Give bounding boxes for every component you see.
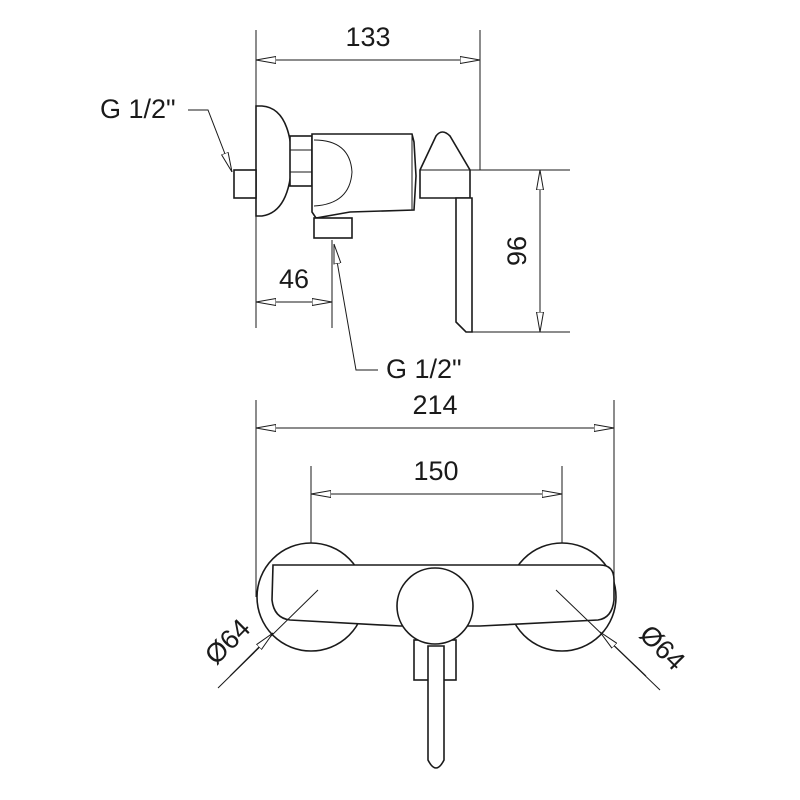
dim-133-label: 133 — [345, 22, 390, 52]
mixer-body — [311, 133, 417, 219]
dim-96-label: 96 — [502, 236, 532, 266]
lever-front — [427, 645, 445, 769]
dim-214-label: 214 — [412, 390, 457, 420]
control-dial — [396, 567, 474, 645]
hex-nut — [289, 135, 313, 187]
dim-46-label: 46 — [279, 264, 309, 294]
inlet-nipple — [233, 169, 257, 199]
dim-150-label: 150 — [413, 456, 458, 486]
lever-handle — [455, 197, 473, 333]
wall-thread-label: G 1/2" — [100, 94, 176, 124]
lever-hub — [419, 131, 471, 199]
front-view: 214 150 Ø64 Ø64 — [199, 390, 691, 769]
outlet-spigot — [313, 217, 353, 239]
left-flange-diameter-label: Ø64 — [199, 613, 256, 670]
wall-escutcheon — [255, 105, 293, 217]
outlet-thread-label: G 1/2" — [386, 354, 462, 384]
side-view: 133 46 96 G 1/2" G 1/2" — [100, 22, 570, 384]
right-flange-diameter-label: Ø64 — [634, 619, 691, 676]
